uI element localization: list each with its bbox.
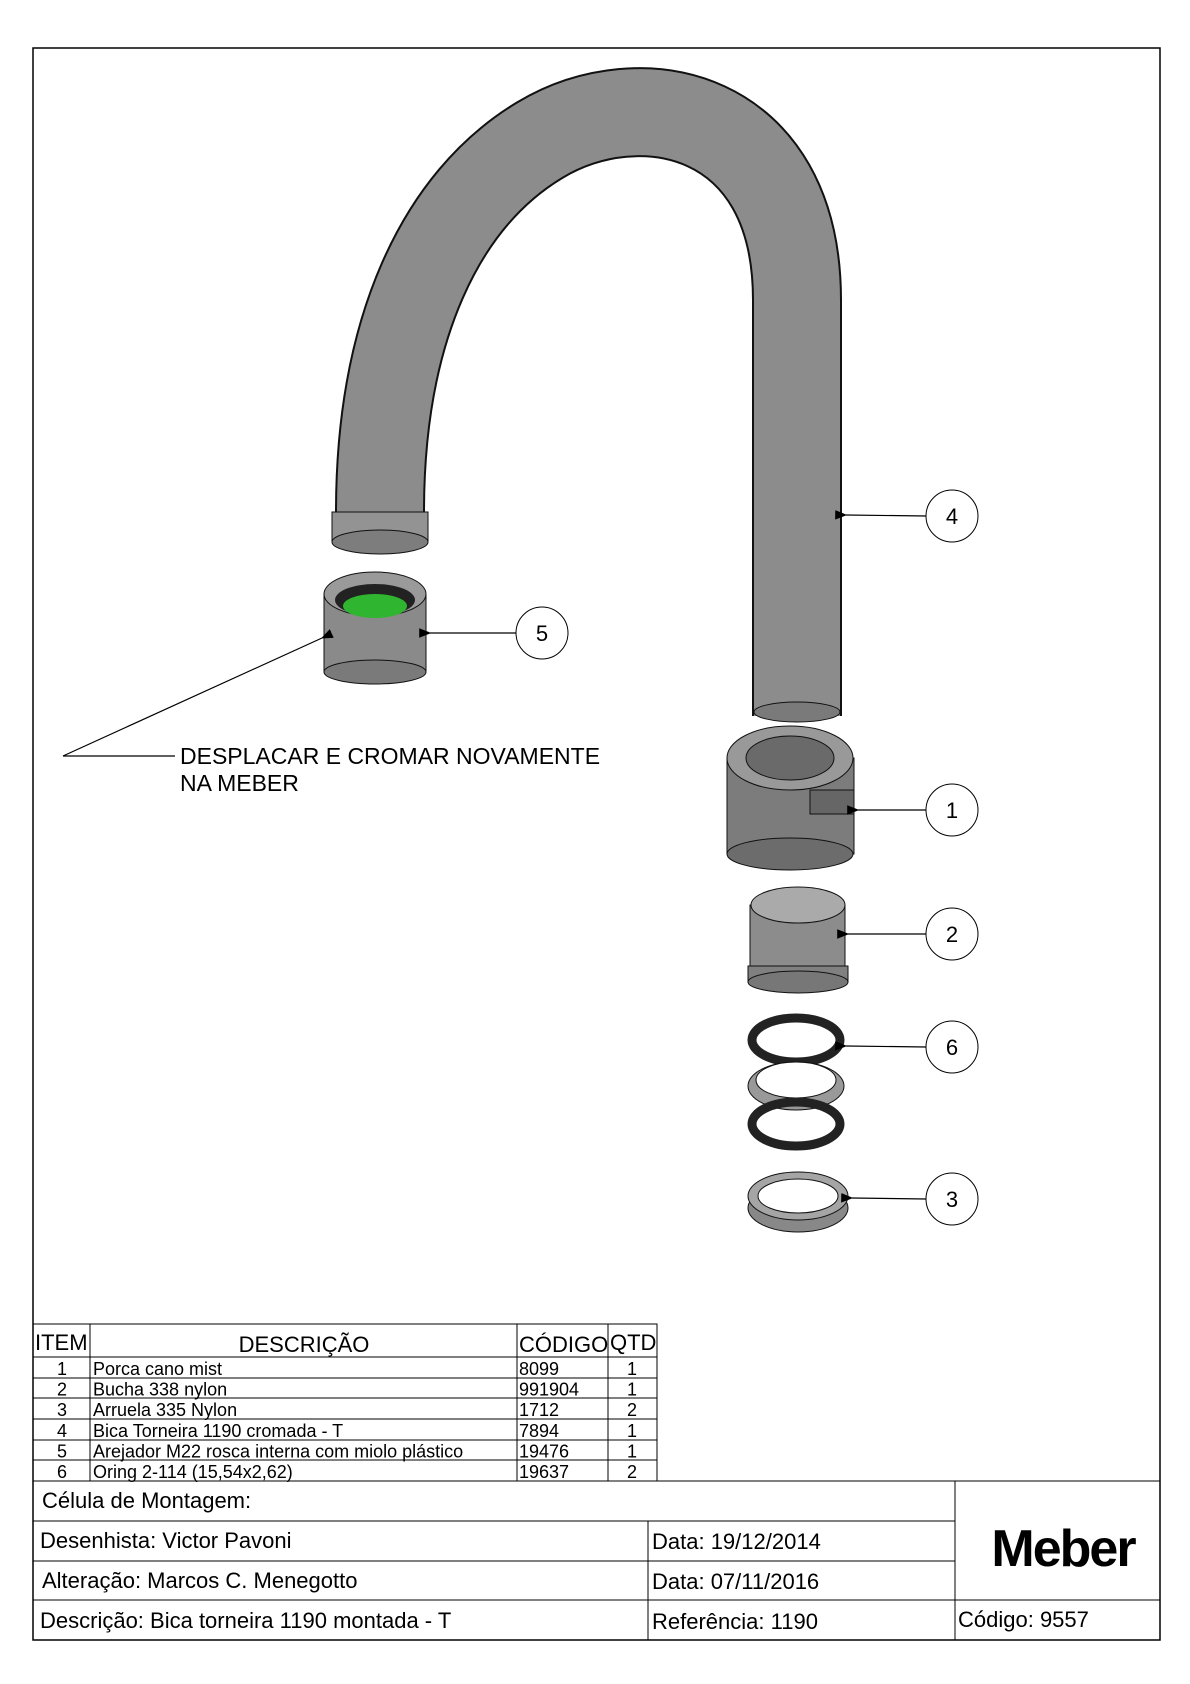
bom-cell-item: 4 — [57, 1421, 67, 1441]
revision-date-field: Data: 07/11/2016 — [652, 1569, 819, 1594]
bom-cell-qty: 1 — [627, 1359, 637, 1379]
bom-cell-qty: 2 — [627, 1462, 637, 1482]
balloon-3: 3 — [946, 1187, 958, 1212]
balloon-5: 5 — [536, 621, 548, 646]
meber-logo: Meber — [991, 1520, 1136, 1578]
balloon-6: 6 — [946, 1035, 958, 1060]
bom-cell-code: 8099 — [519, 1359, 559, 1379]
bom-cell-code: 19637 — [519, 1462, 569, 1482]
leader-lines — [62, 510, 927, 1203]
revision-field: Alteração: Marcos C. Menegotto — [42, 1568, 357, 1593]
washer-part-3 — [747, 1171, 849, 1233]
balloon-2: 2 — [946, 922, 958, 947]
bushing-part-2 — [747, 886, 849, 994]
bom-cell-code: 991904 — [519, 1380, 579, 1400]
bom-cell-item: 1 — [57, 1359, 67, 1379]
bom-cell-item: 5 — [57, 1441, 67, 1461]
bom-cell-desc: Arejador M22 rosca interna com miolo plá… — [93, 1441, 463, 1461]
bom-cell-item: 3 — [57, 1400, 67, 1420]
nut-part-1 — [726, 725, 855, 871]
header-qty: QTD — [610, 1330, 656, 1355]
drafter-field: Desenhista: Victor Pavoni — [40, 1528, 292, 1553]
bom-cell-qty: 1 — [627, 1421, 637, 1441]
description-field: Descrição: Bica torneira 1190 montada - … — [40, 1608, 451, 1633]
title-block — [32, 1480, 1161, 1641]
bom-cell-qty: 1 — [627, 1441, 637, 1461]
aerator-part-5 — [323, 571, 427, 685]
bom-cell-desc: Oring 2-114 (15,54x2,62) — [93, 1462, 293, 1482]
header-item: ITEM — [35, 1330, 88, 1355]
bom-cell-desc: Arruela 335 Nylon — [93, 1400, 237, 1420]
balloon-1: 1 — [946, 798, 958, 823]
bom-cell-item: 2 — [57, 1380, 67, 1400]
balloon-4: 4 — [946, 504, 958, 529]
bom-cell-qty: 1 — [627, 1380, 637, 1400]
note-line-2: NA MEBER — [180, 770, 299, 796]
bom-cell-code: 19476 — [519, 1441, 569, 1461]
bom-cell-desc: Porca cano mist — [93, 1359, 222, 1379]
reference-field: Referência: 1190 — [652, 1609, 818, 1634]
bom-cell-item: 6 — [57, 1462, 67, 1482]
bom-cell-code: 1712 — [519, 1400, 559, 1420]
bom-header: ITEM DESCRIÇÃO CÓDIGO QTD — [35, 1330, 656, 1357]
assembly-cell-label: Célula de Montagem: — [42, 1488, 251, 1513]
bom-cell-qty: 2 — [627, 1400, 637, 1420]
bom-cell-desc: Bucha 338 nylon — [93, 1380, 227, 1400]
drawing-date-field: Data: 19/12/2014 — [652, 1529, 821, 1554]
code-field: Código: 9557 — [958, 1607, 1089, 1632]
note-line-1: DESPLACAR E CROMAR NOVAMENTE — [180, 743, 600, 769]
bom-cell-code: 7894 — [519, 1421, 559, 1441]
balloons: 4 5 1 2 6 3 — [515, 489, 979, 1226]
bom-cell-desc: Bica Torneira 1190 cromada - T — [93, 1421, 343, 1441]
bill-of-materials — [32, 1323, 658, 1482]
header-code: CÓDIGO — [519, 1332, 608, 1357]
header-description: DESCRIÇÃO — [239, 1332, 370, 1357]
orings-part-6 — [747, 1013, 845, 1151]
spout-part-4 — [331, 67, 842, 723]
